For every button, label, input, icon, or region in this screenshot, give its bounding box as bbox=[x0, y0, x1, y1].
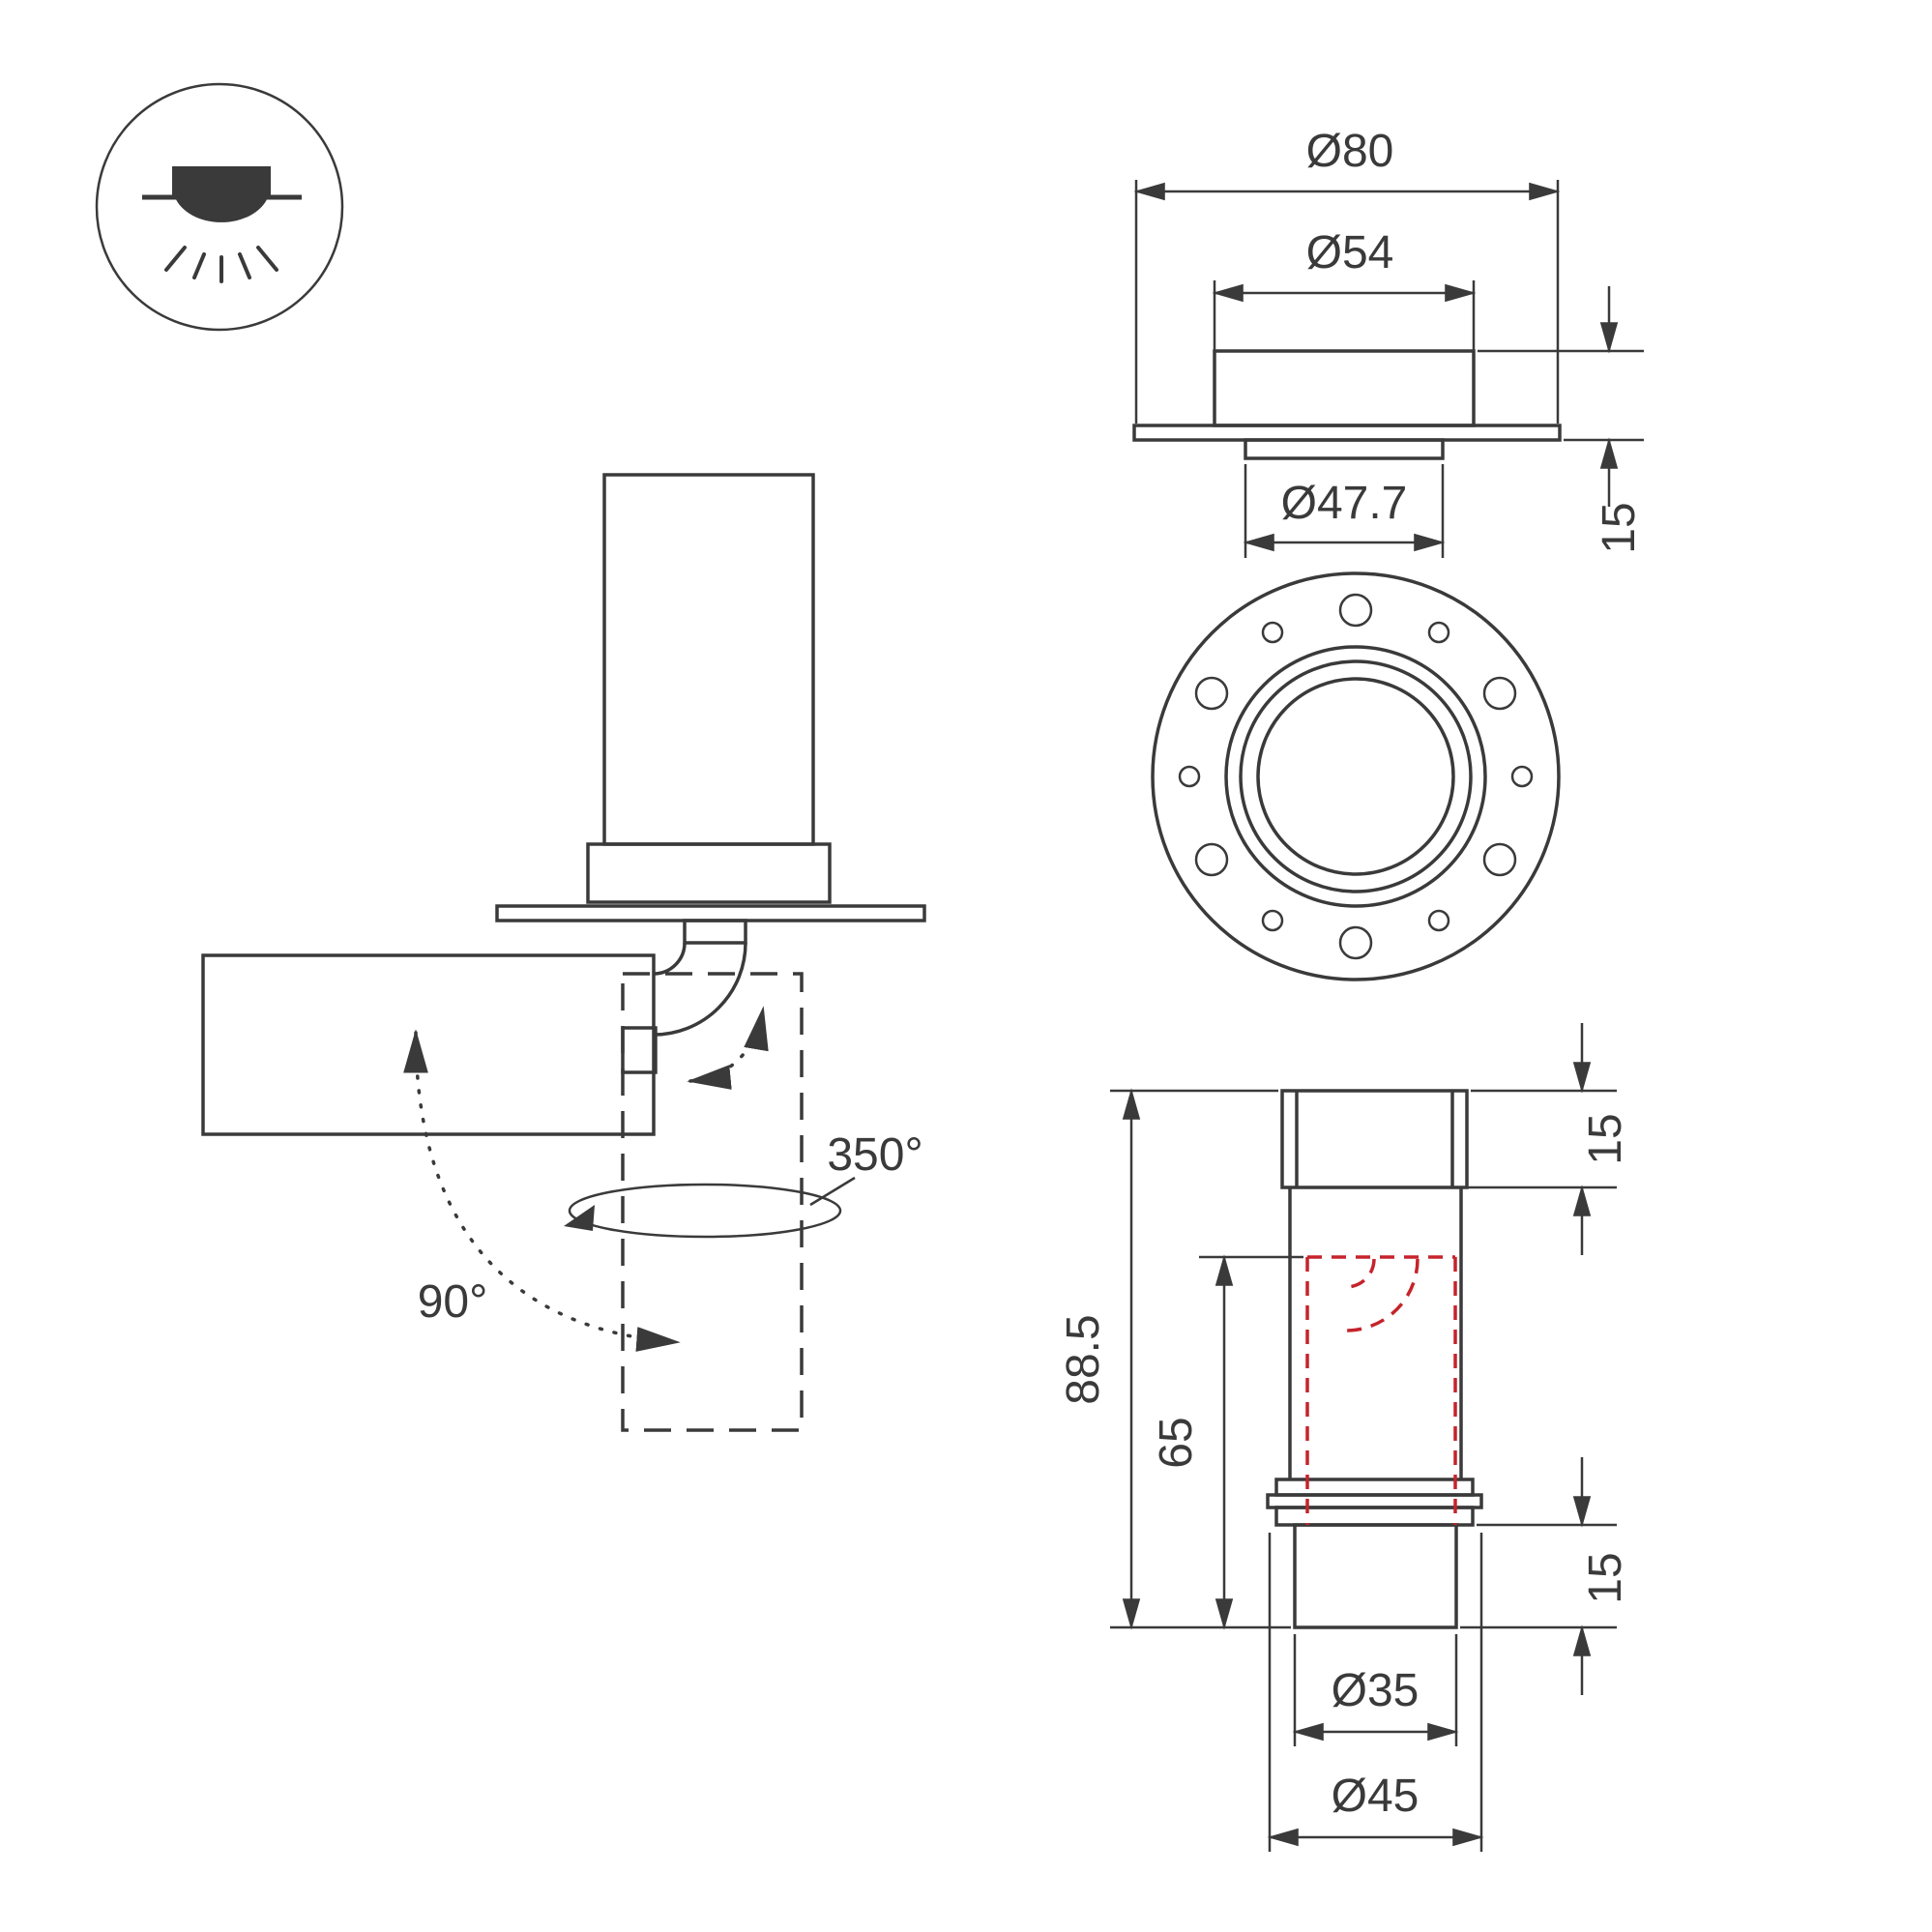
elbow-outer-arc bbox=[653, 942, 747, 1037]
rim-inner-circle bbox=[1239, 659, 1473, 893]
swivel-arrowhead bbox=[564, 1205, 595, 1231]
bezel-body-outline bbox=[1213, 349, 1476, 427]
dim-total-label: 88.5 bbox=[1058, 1314, 1109, 1404]
dim-d477-label: Ø47.7 bbox=[1281, 478, 1408, 529]
fixture-body-glyph bbox=[172, 166, 271, 197]
dim-bottom15-label: 15 bbox=[1580, 1552, 1631, 1603]
dim-depth15-label: 15 bbox=[1594, 502, 1645, 553]
neck-outline bbox=[1244, 438, 1445, 460]
lamp-dome-glyph bbox=[175, 197, 268, 222]
head-section-outline bbox=[1280, 1089, 1469, 1189]
dim-top15-label: 15 bbox=[1580, 1113, 1631, 1164]
collar-ring-2 bbox=[1266, 1493, 1483, 1509]
dim-d35-label: Ø35 bbox=[1332, 1665, 1420, 1716]
swivel-ellipse bbox=[568, 1183, 842, 1239]
front-view: Ø80 Ø54 Ø47.7 15 bbox=[1132, 126, 1645, 558]
swivel-leader-line bbox=[809, 1176, 856, 1207]
hidden-elbow-outer-arc bbox=[1345, 1258, 1420, 1332]
side-rotation-view: 90° 350° bbox=[201, 473, 926, 1432]
hidden-head-red-dashed bbox=[1305, 1255, 1457, 1525]
dim-inner-label: 65 bbox=[1151, 1417, 1202, 1468]
icon-circle bbox=[95, 82, 344, 332]
section-view: 88.5 65 15 15 Ø35 Ø45 bbox=[1058, 1023, 1631, 1852]
flange-plate-outline bbox=[495, 904, 926, 922]
swing-arc-arrow bbox=[687, 1006, 769, 1090]
light-rays-icon bbox=[164, 246, 278, 283]
clamp-bracket-outline bbox=[621, 1026, 658, 1074]
dim-d54-label: Ø54 bbox=[1306, 227, 1394, 278]
lamp-tube-outline bbox=[602, 473, 815, 846]
dim-d45-label: Ø45 bbox=[1332, 1771, 1420, 1822]
dim-d80-label: Ø80 bbox=[1306, 126, 1394, 177]
tilt-arc-arrow bbox=[403, 1029, 681, 1352]
stem-outline bbox=[683, 919, 747, 945]
flange-outline bbox=[1132, 424, 1562, 442]
rim-outer-circle bbox=[1224, 645, 1487, 908]
top-view bbox=[1151, 571, 1561, 981]
opening-circle bbox=[1256, 677, 1455, 876]
collar-outline bbox=[586, 842, 832, 904]
hidden-elbow-inner-arc bbox=[1345, 1258, 1376, 1289]
tilt-angle-label: 90° bbox=[418, 1276, 488, 1328]
lamp-head-outline bbox=[201, 953, 656, 1136]
swivel-angle-label: 350° bbox=[827, 1129, 922, 1181]
flange-outer-circle bbox=[1151, 571, 1561, 981]
head-alt-position-dashed bbox=[621, 972, 804, 1432]
elbow-inner-arc bbox=[653, 942, 687, 976]
recessed-mount-icon bbox=[95, 82, 344, 332]
lower-tube-outline bbox=[1293, 1523, 1458, 1629]
mounting-holes bbox=[1178, 593, 1534, 960]
